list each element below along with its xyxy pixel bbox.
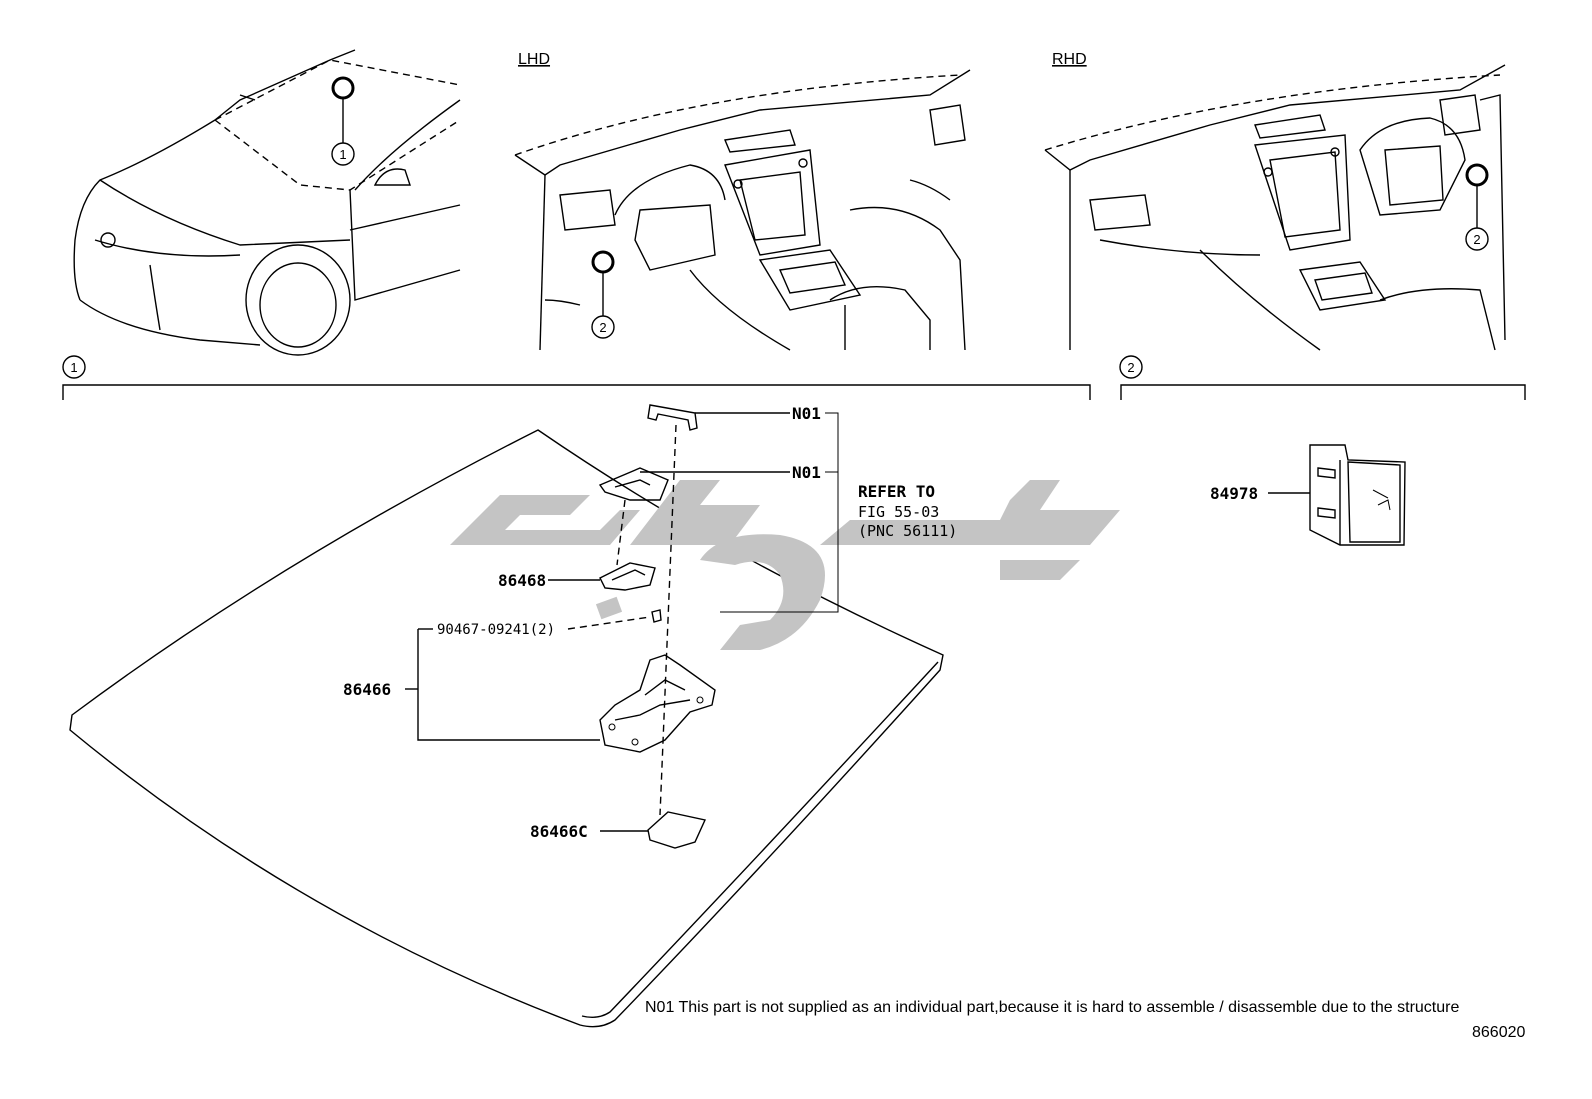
mount-bracket-n01-mid: [598, 467, 790, 566]
car-exterior-illustration: [73, 49, 461, 356]
section-2-label: 2: [1127, 360, 1134, 375]
callout-2-label-rhd: 2: [1473, 232, 1480, 247]
rhd-view-label: RHD: [1052, 51, 1087, 68]
clip-90467: [567, 609, 662, 630]
rhd-dashboard-illustration: [1044, 64, 1506, 351]
n01-label-mid: N01: [792, 463, 821, 482]
callout-2-marker-lhd: 2: [591, 250, 615, 339]
part-86466-label: 86466: [343, 680, 391, 699]
windshield-glass: [69, 429, 944, 1028]
callout-2-marker-rhd: 2: [1465, 163, 1489, 251]
footnote-n01: N01 This part is not supplied as an indi…: [645, 999, 1459, 1016]
lhd-dashboard-illustration: [514, 69, 971, 351]
cover-86468: [548, 562, 656, 591]
refer-line-1: REFER TO: [858, 482, 935, 501]
refer-line-2: FIG 55-03: [858, 503, 939, 521]
sensor-assembly-86466: [405, 628, 716, 753]
cover-86466c: [600, 811, 706, 849]
n01-label-top: N01: [792, 404, 821, 423]
section-2-bracket: 2: [1119, 355, 1526, 400]
part-86468-label: 86468: [498, 571, 546, 590]
part-90467-label: 90467-09241(2): [437, 622, 555, 638]
section-1-bracket: 1: [62, 355, 1091, 400]
callout-1-label: 1: [339, 147, 346, 162]
callout-1-marker: 1: [331, 76, 355, 166]
switch-84978: [1268, 444, 1406, 546]
lhd-view-label: LHD: [518, 51, 550, 68]
mount-bracket-n01-top: [647, 404, 790, 816]
part-86466c-label: 86466C: [530, 822, 588, 841]
part-84978-label: 84978: [1210, 484, 1258, 503]
refer-bracket: [720, 412, 839, 613]
callout-2-label-lhd: 2: [599, 320, 606, 335]
refer-line-3: (PNC 56111): [858, 522, 957, 540]
figure-id: 866020: [1472, 1024, 1525, 1041]
section-1-label: 1: [70, 360, 77, 375]
watermark-logo: [450, 480, 1120, 650]
